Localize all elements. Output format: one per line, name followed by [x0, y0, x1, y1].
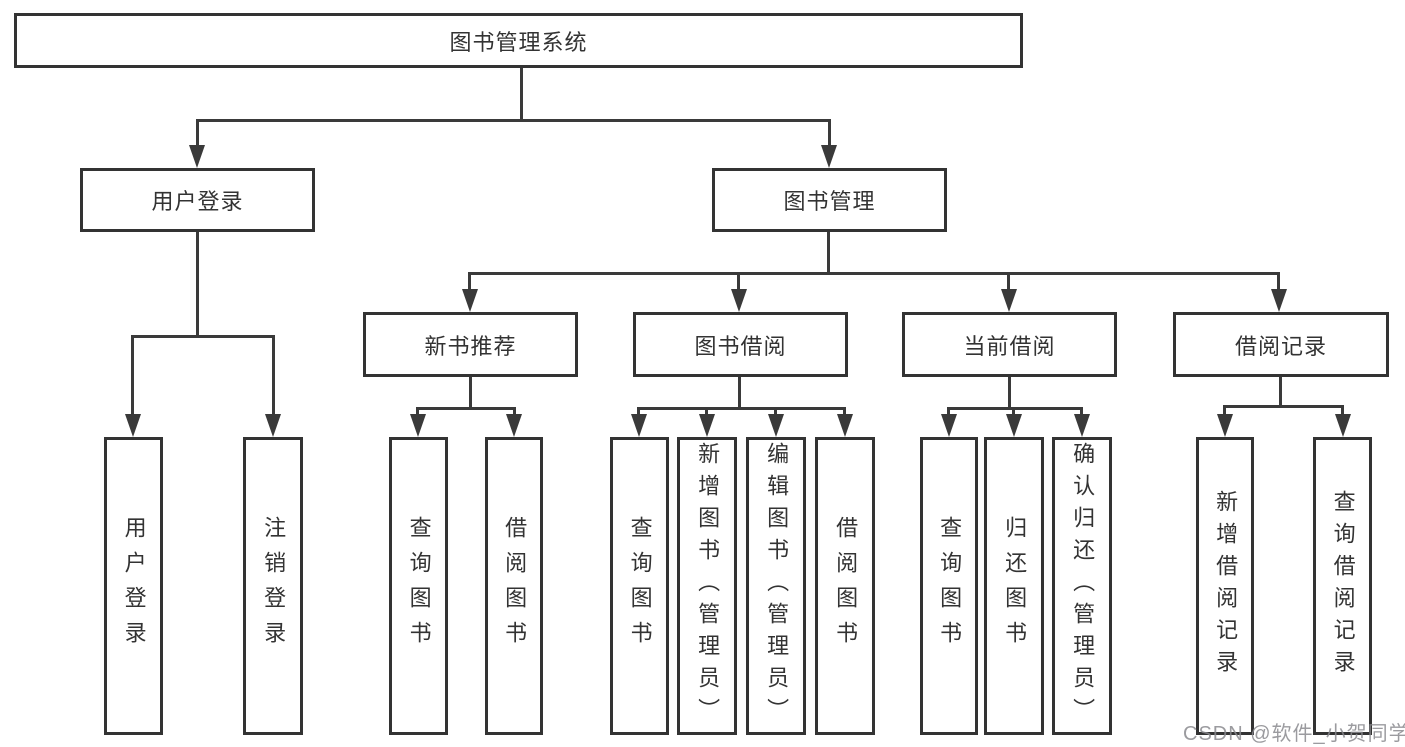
arrow-down-icon — [1335, 414, 1351, 437]
arrow-down-icon — [462, 289, 478, 312]
leaf-borrow-books-borrowing-label: 借阅图书 — [833, 516, 859, 656]
connector-line — [827, 232, 830, 272]
leaf-edit-books-admin-label: 编辑图书（管理员） — [764, 442, 790, 730]
leaf-borrow-books-recommend-label: 借阅图书 — [502, 516, 528, 656]
node-new-book-recommend-label: 新书推荐 — [424, 333, 517, 359]
connector-line — [637, 407, 845, 410]
connector-line — [468, 272, 1280, 275]
leaf-return-books-label: 归还图书 — [1002, 516, 1028, 656]
arrow-down-icon — [1217, 414, 1233, 437]
connector-line — [196, 232, 199, 335]
node-borrowing-records-label: 借阅记录 — [1234, 333, 1327, 359]
leaf-logout-label: 注销登录 — [261, 516, 287, 656]
node-new-book-recommend: 新书推荐 — [363, 312, 578, 377]
connector-line — [469, 377, 472, 407]
leaf-add-books-admin-label: 新增图书（管理员） — [695, 442, 721, 730]
connector-line — [737, 272, 740, 291]
leaf-borrow-books-borrowing: 借阅图书 — [815, 437, 875, 735]
arrow-down-icon — [837, 414, 853, 437]
node-book-borrowing-label: 图书借阅 — [694, 333, 787, 359]
connector-line — [1012, 407, 1015, 416]
leaf-query-books-recommend: 查询图书 — [389, 437, 448, 735]
connector-line — [947, 407, 950, 416]
connector-line — [1223, 405, 1226, 416]
node-root: 图书管理系统 — [14, 13, 1023, 68]
arrow-down-icon — [1001, 289, 1017, 312]
connector-line — [1008, 377, 1011, 407]
connector-line — [468, 272, 471, 291]
leaf-query-borrow-record-label: 查询借阅记录 — [1330, 490, 1356, 682]
node-root-label: 图书管理系统 — [449, 29, 588, 55]
arrow-down-icon — [1074, 414, 1090, 437]
arrow-down-icon — [1006, 414, 1022, 437]
leaf-edit-books-admin: 编辑图书（管理员） — [746, 437, 806, 735]
connector-line — [705, 407, 708, 416]
connector-line — [272, 335, 275, 415]
connector-line — [1080, 407, 1083, 416]
connector-line — [1007, 272, 1010, 291]
leaf-confirm-return-admin: 确认归还（管理员） — [1052, 437, 1112, 735]
connector-line — [843, 407, 846, 416]
leaf-add-books-admin: 新增图书（管理员） — [677, 437, 737, 735]
arrow-down-icon — [699, 414, 715, 437]
arrow-down-icon — [265, 414, 281, 437]
connector-line — [520, 68, 523, 119]
arrow-down-icon — [1271, 289, 1287, 312]
connector-line — [416, 407, 516, 410]
connector-line — [196, 119, 831, 122]
connector-line — [131, 335, 134, 415]
leaf-return-books: 归还图书 — [984, 437, 1044, 735]
node-current-borrowing-label: 当前借阅 — [963, 333, 1056, 359]
leaf-user-login: 用户登录 — [104, 437, 163, 735]
node-book-borrowing: 图书借阅 — [633, 312, 848, 377]
node-current-borrowing: 当前借阅 — [902, 312, 1117, 377]
arrow-down-icon — [821, 145, 837, 168]
connector-line — [131, 335, 275, 338]
connector-line — [738, 377, 741, 407]
arrow-down-icon — [631, 414, 647, 437]
node-book-management-label: 图书管理 — [783, 189, 876, 214]
leaf-query-books-current: 查询图书 — [920, 437, 978, 735]
connector-line — [947, 407, 1083, 410]
leaf-add-borrow-record: 新增借阅记录 — [1196, 437, 1254, 735]
arrow-down-icon — [506, 414, 522, 437]
leaf-logout: 注销登录 — [243, 437, 303, 735]
leaf-query-books-current-label: 查询图书 — [937, 516, 963, 656]
leaf-query-books-borrowing: 查询图书 — [610, 437, 669, 735]
node-book-management: 图书管理 — [712, 168, 947, 232]
leaf-query-books-recommend-label: 查询图书 — [406, 516, 432, 656]
arrow-down-icon — [189, 145, 205, 168]
arrow-down-icon — [941, 414, 957, 437]
connector-line — [416, 407, 419, 416]
leaf-query-books-borrowing-label: 查询图书 — [627, 516, 653, 656]
connector-line — [1223, 405, 1344, 408]
leaf-add-borrow-record-label: 新增借阅记录 — [1213, 490, 1239, 682]
arrow-down-icon — [125, 414, 141, 437]
arrow-down-icon — [410, 414, 426, 437]
node-user-login: 用户登录 — [80, 168, 315, 232]
connector-line — [1277, 272, 1280, 291]
connector-line — [637, 407, 640, 416]
node-borrowing-records: 借阅记录 — [1173, 312, 1389, 377]
node-user-login-label: 用户登录 — [151, 189, 244, 214]
connector-line — [196, 119, 199, 146]
leaf-borrow-books-recommend: 借阅图书 — [485, 437, 543, 735]
leaf-user-login-label: 用户登录 — [121, 516, 147, 656]
arrow-down-icon — [731, 289, 747, 312]
csdn-watermark: CSDN @软件_小贺同学 — [1183, 723, 1405, 745]
leaf-query-borrow-record: 查询借阅记录 — [1313, 437, 1372, 735]
arrow-down-icon — [768, 414, 784, 437]
connector-line — [1341, 405, 1344, 416]
connector-line — [513, 407, 516, 416]
connector-line — [1279, 377, 1282, 405]
connector-line — [774, 407, 777, 416]
connector-line — [828, 119, 831, 146]
leaf-confirm-return-admin-label: 确认归还（管理员） — [1070, 442, 1096, 730]
